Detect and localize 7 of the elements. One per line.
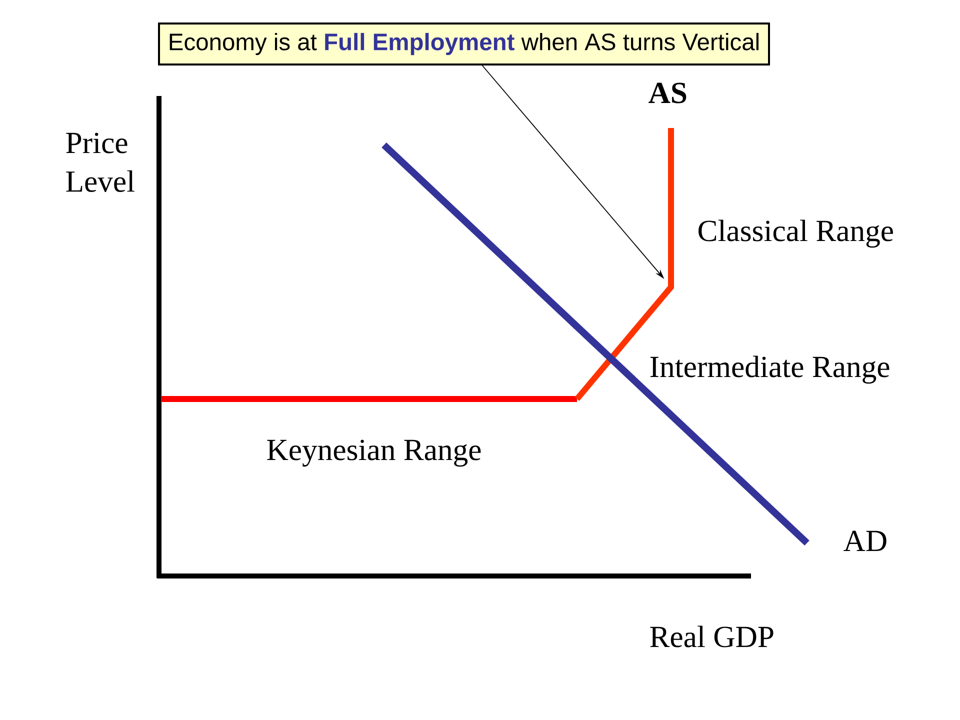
axis-label: Real GDP (650, 626, 774, 648)
range-label: Intermediate Range (650, 356, 890, 384)
curve-label: AD (844, 530, 886, 552)
callout-box: Economy is at Full Employment when AS turns Vertical (158, 22, 770, 66)
axis-label: Price Level (66, 132, 134, 192)
curve-label: AS (648, 82, 686, 104)
range-label: Keynesian Range (267, 440, 481, 467)
